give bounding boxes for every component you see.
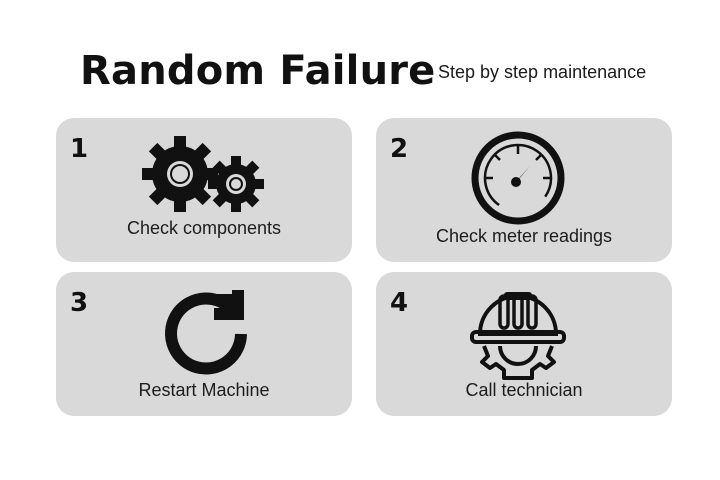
step-number: 2 <box>390 134 409 164</box>
step-label: Check meter readings <box>435 226 613 246</box>
step-label: Restart Machine <box>138 380 270 400</box>
technician-helmet-icon <box>470 292 566 380</box>
step-number: 3 <box>70 288 89 318</box>
step-card-1: 1 <box>56 118 352 262</box>
step-label: Check components <box>126 218 282 238</box>
step-card-3: 3 Restart Machine <box>56 272 352 416</box>
step-card-4: 4 Call technician <box>376 272 672 416</box>
step-number: 1 <box>70 134 89 164</box>
step-card-2: 2 Check meter readings <box>376 118 672 262</box>
gears-icon <box>142 136 264 212</box>
step-label: Call technician <box>465 380 583 400</box>
page-subtitle: Step by step maintenance <box>438 62 647 82</box>
step-number: 4 <box>390 288 409 318</box>
restart-icon <box>165 290 247 375</box>
gauge-icon <box>471 131 565 225</box>
page-title: Random Failure <box>80 48 436 94</box>
